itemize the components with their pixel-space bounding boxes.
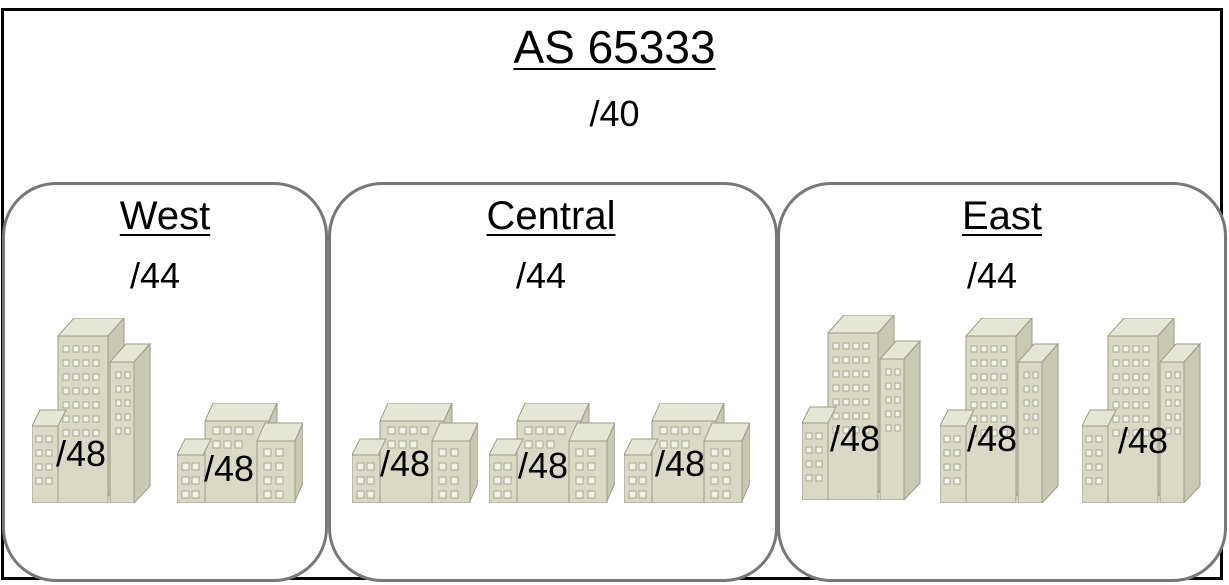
- region-central-prefix: /44: [516, 255, 567, 296]
- site-west-1-prefix: /48: [56, 433, 107, 474]
- site-central-2-prefix: /48: [518, 445, 569, 486]
- site-central-1-prefix: /48: [380, 443, 431, 484]
- tall-building-icon: [32, 318, 152, 503]
- site-east-1-prefix: /48: [830, 418, 881, 459]
- site-east-2-prefix: /48: [967, 418, 1018, 459]
- region-central-name: Central: [486, 194, 616, 238]
- region-west-name: West: [119, 194, 211, 238]
- site-east-3-prefix: /48: [1118, 420, 1169, 461]
- region-west-prefix: /44: [130, 255, 181, 296]
- region-east-name: East: [961, 194, 1043, 238]
- region-central-box: [328, 182, 778, 582]
- tall-building-icon: [802, 315, 922, 500]
- site-west-2-prefix: /48: [204, 448, 255, 489]
- as-prefix: /40: [589, 93, 640, 134]
- tall-building-icon: [1082, 318, 1202, 503]
- site-central-3-prefix: /48: [655, 443, 706, 484]
- region-west-box: [2, 182, 328, 582]
- region-east-prefix: /44: [967, 255, 1018, 296]
- tall-building-icon: [940, 318, 1060, 503]
- as-title: AS 65333: [513, 21, 716, 73]
